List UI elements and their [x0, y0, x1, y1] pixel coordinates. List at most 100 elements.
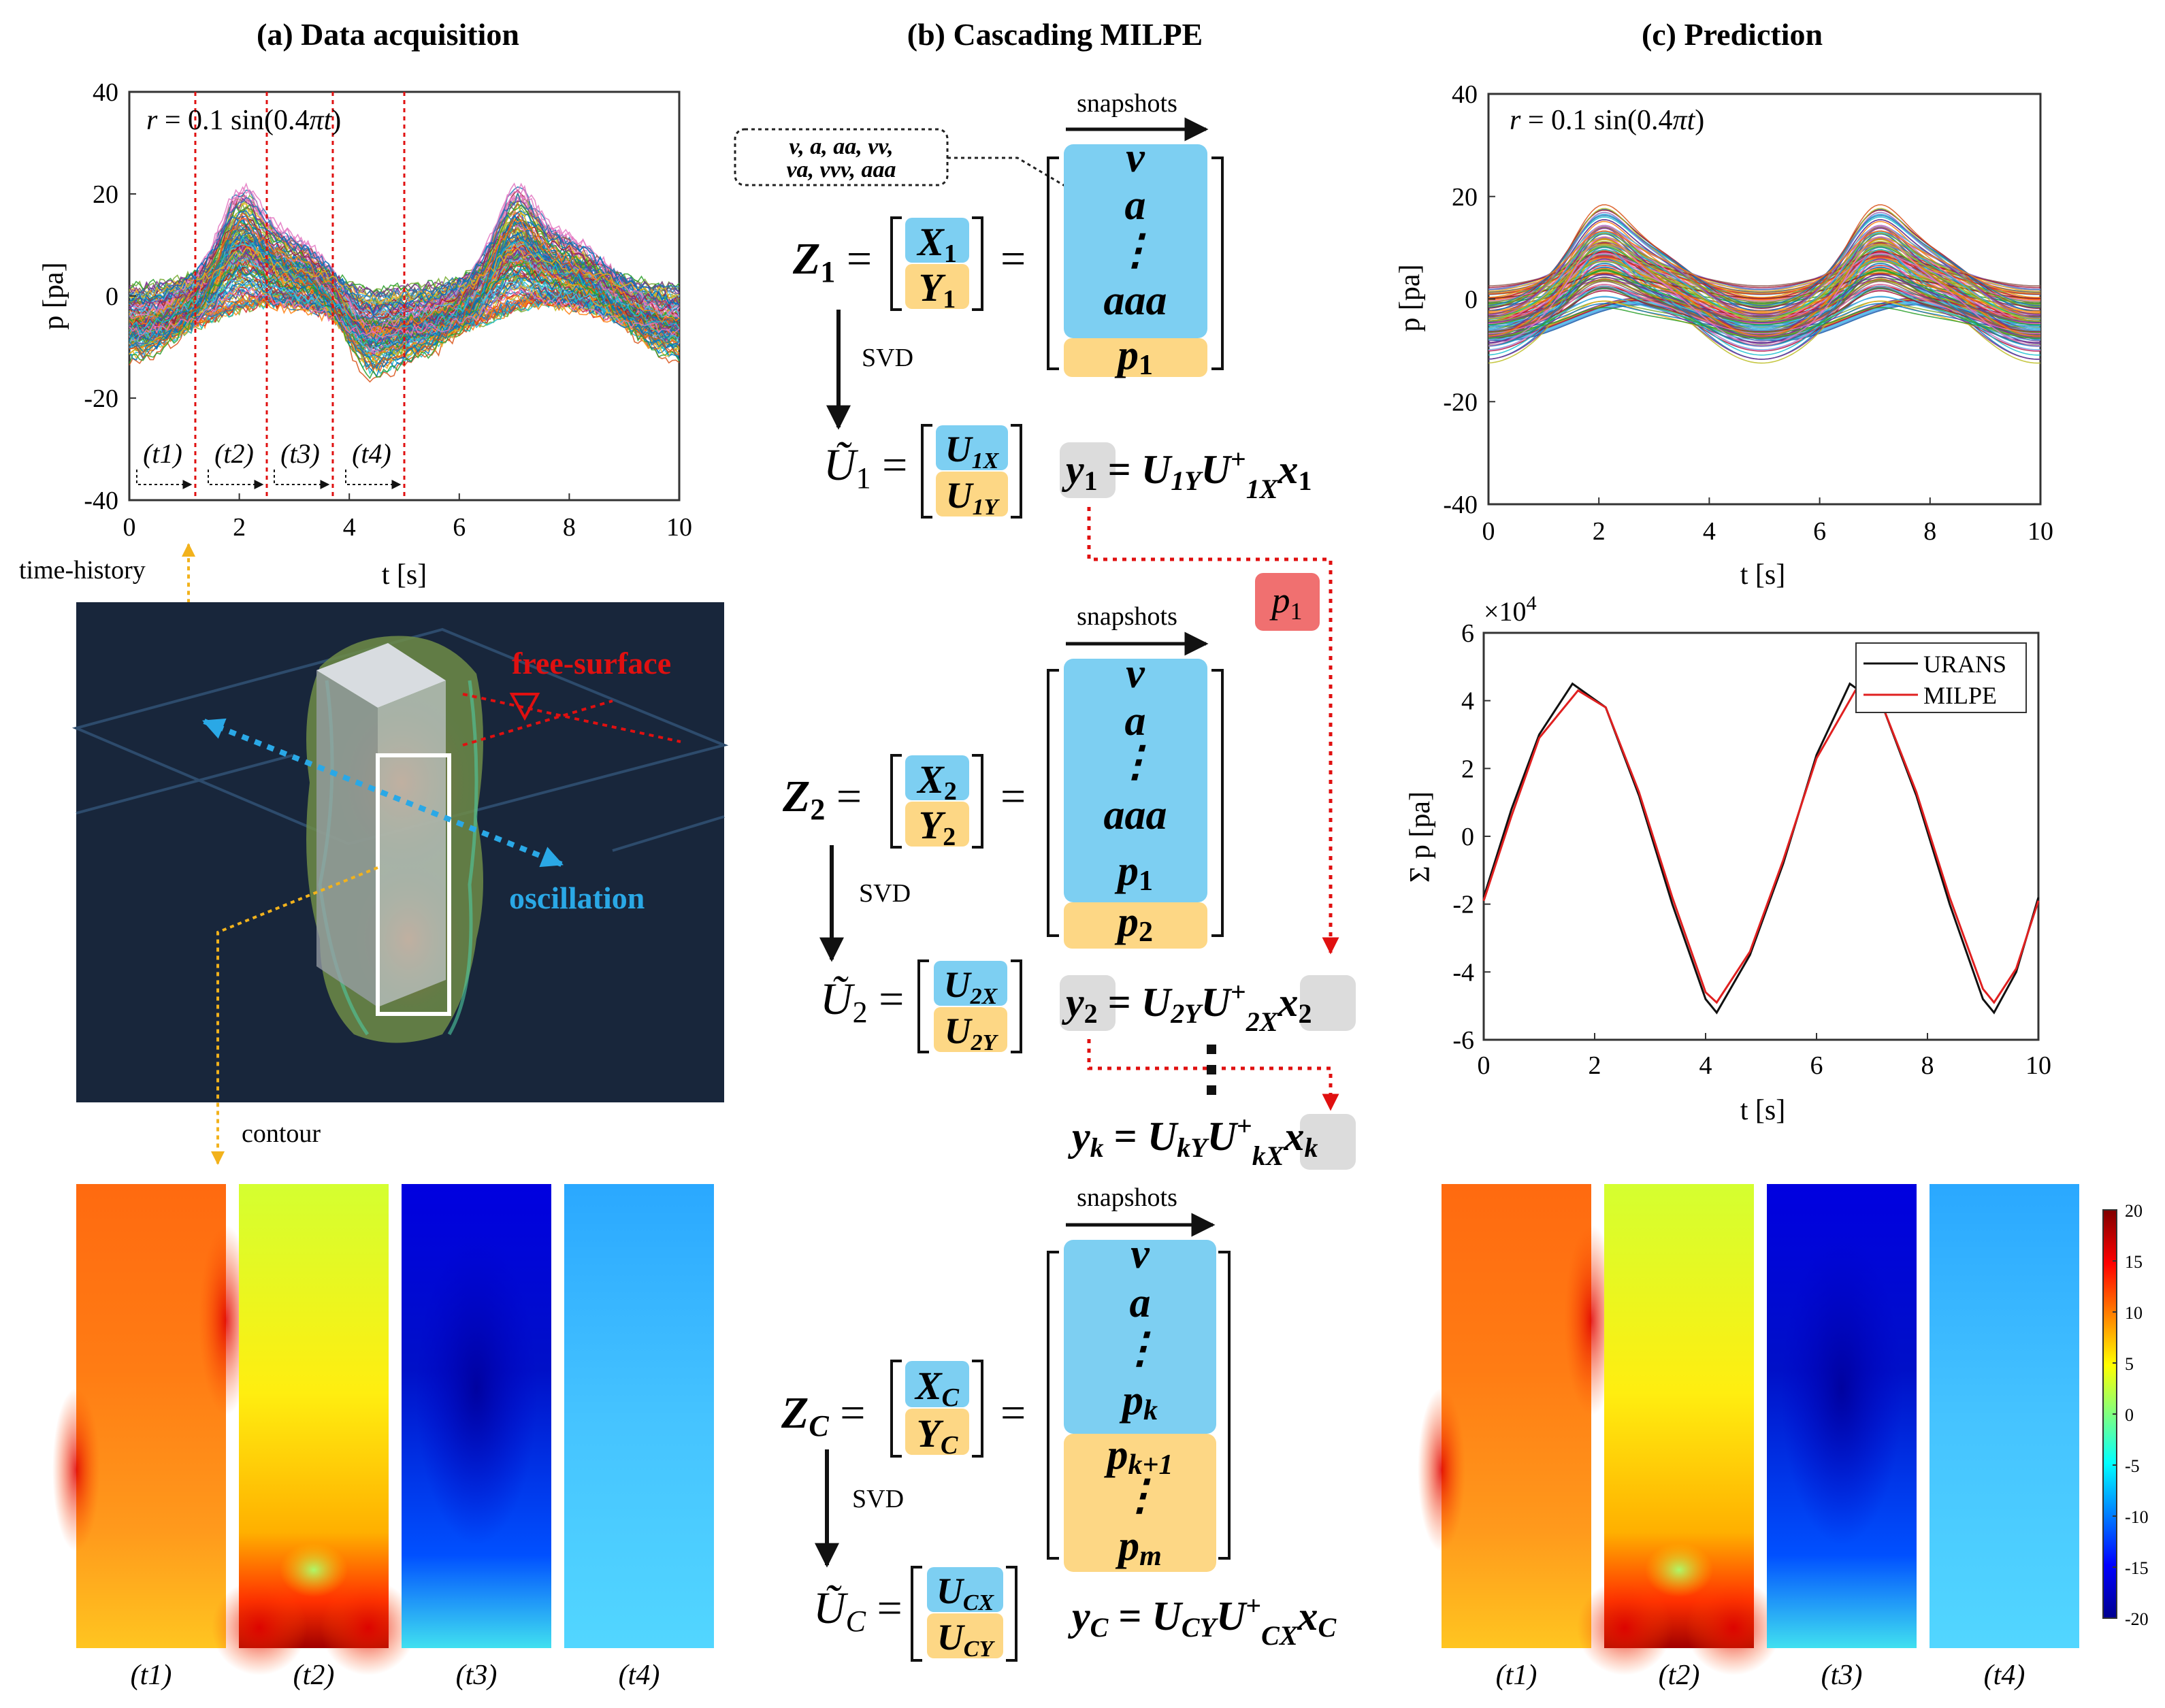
y-tick-label: 20: [1452, 183, 1478, 212]
zc-eq: ZC =: [781, 1388, 865, 1443]
series-line: [1488, 280, 2040, 332]
cell-dots-3: ⋮: [1119, 1326, 1161, 1372]
contour-hotspot: [1780, 1232, 1903, 1545]
matrix-bracket-left-2: [1047, 669, 1059, 937]
series-urans-line: [1482, 682, 2040, 1015]
render-column-front: [316, 670, 378, 1007]
u1-eq: Ũ1 =: [824, 440, 907, 495]
ellipsis-square-2: [1207, 1065, 1216, 1074]
plot-a-xlabel: t [s]: [382, 559, 427, 591]
contour-hotspot: [1418, 1388, 1465, 1551]
plot-c-series-lines: [1488, 204, 2041, 364]
series-line: [1488, 295, 2040, 331]
snapshot-time-markers: [194, 92, 406, 500]
x-tick-label: 10: [666, 513, 692, 542]
x-tick-label: 6: [1813, 517, 1826, 546]
z1-y-cell: [905, 264, 969, 309]
oscillation-label: oscillation: [509, 881, 645, 915]
cell-aaa-1: aaa: [1104, 278, 1167, 324]
y-tick-label: 4: [1461, 687, 1474, 716]
render-column-top: [316, 643, 446, 708]
y-tick-label: 6: [1461, 619, 1474, 648]
milpe-diagram: v, a, aa, vv, va, vvv, aaa snapshots v a…: [734, 89, 1356, 1662]
svd-label-3: SVD: [852, 1485, 904, 1513]
ellipsis-square-3: [1207, 1085, 1216, 1095]
series-line: [129, 212, 680, 372]
z1-bracket-left: [890, 216, 902, 311]
series-line: [1488, 231, 2040, 321]
x-tick-label: 8: [563, 513, 576, 542]
contour-hotspot: [52, 1388, 100, 1551]
x-tick-label: 2: [1593, 517, 1606, 546]
y-tick-label: -2: [1452, 891, 1474, 919]
series-line: [1488, 212, 2041, 319]
y-tick-label: 0: [1465, 286, 1478, 314]
series-line: [1488, 273, 2040, 299]
x-tick-label: 0: [1478, 1051, 1491, 1080]
series-line: [1488, 233, 2040, 308]
contour-time-label: (t3): [1821, 1660, 1863, 1691]
y-tick-label: -20: [1443, 388, 1478, 416]
snapshot-time-label: (t1): [143, 438, 182, 469]
x-tick-label: 6: [453, 513, 466, 542]
snapshot-time-pointer: [273, 470, 330, 489]
snapshots-label-1: snapshots: [1077, 89, 1177, 118]
z2-equals-2: =: [1000, 772, 1026, 821]
x-tick-label: 4: [1699, 1051, 1712, 1080]
u2-bracket-left: [917, 959, 929, 1053]
y-tick-label: 2: [1461, 755, 1474, 783]
x-tick-label: 4: [1703, 517, 1716, 546]
z1-bracket-right: [972, 216, 983, 311]
u1-x-cell: [936, 425, 1008, 470]
contour-hotspot: [1645, 1543, 1713, 1597]
matrix-input-block-2: [1064, 659, 1207, 902]
render-column-side: [378, 680, 446, 1007]
series-line: [129, 197, 680, 346]
y2-highlight: [1060, 975, 1116, 1031]
contour-time-label: (t2): [293, 1660, 335, 1691]
cell-v-3: v: [1130, 1231, 1150, 1277]
y-tick-label: 0: [105, 282, 118, 311]
contour-hotspot: [321, 1580, 416, 1675]
title-prediction: (c) Prediction: [1642, 17, 1823, 52]
colorbar-tick-label: -5: [2125, 1456, 2140, 1476]
series-line: [1488, 280, 2040, 322]
matrix-bracket-right-3: [1218, 1251, 1231, 1560]
series-line: [1488, 209, 2041, 310]
matrix-bracket-right-2: [1211, 669, 1224, 937]
colorbar-tick-label: 15: [2125, 1252, 2143, 1272]
colorbar-tick-label: -15: [2125, 1558, 2149, 1578]
series-line: [129, 218, 680, 380]
contour-time-label: (t4): [619, 1660, 660, 1691]
p1-tag: [1255, 573, 1320, 631]
svd-label-1: SVD: [862, 344, 913, 372]
yc-eq: yC = UCYU+CXxC: [1068, 1590, 1337, 1651]
uc-y-cell: [927, 1613, 1003, 1658]
u1-bracket-left: [921, 424, 932, 519]
cell-a-3: a: [1130, 1280, 1151, 1326]
ellipsis-square-1: [1207, 1045, 1216, 1054]
snapshot-time-label: (t2): [214, 438, 254, 469]
zc-equals-2: =: [1000, 1388, 1026, 1438]
xk-highlight: [1300, 1114, 1356, 1170]
colorbar-tick-label: -20: [2125, 1609, 2149, 1629]
snapshot-time-pointer: [208, 470, 264, 489]
series-line: [129, 182, 680, 334]
series-line: [1488, 219, 2041, 315]
plot-d-xlabel: t [s]: [1740, 1095, 1786, 1126]
colorbar-tick-label: 0: [2125, 1405, 2134, 1425]
x-tick-label: 0: [1482, 517, 1495, 546]
snapshots-label-2: snapshots: [1077, 602, 1177, 631]
y-tick-label: 40: [93, 78, 118, 107]
x-tick-label: 2: [233, 513, 246, 542]
matrix-output-block-2: [1064, 902, 1207, 949]
y-tick-label: -40: [1443, 491, 1478, 519]
x-tick-label: 8: [1923, 517, 1936, 546]
u1-bracket-right: [1011, 424, 1022, 519]
uc-bracket-left: [911, 1566, 922, 1662]
variables-callout-line-1: v, a, aa, vv,: [789, 134, 893, 159]
